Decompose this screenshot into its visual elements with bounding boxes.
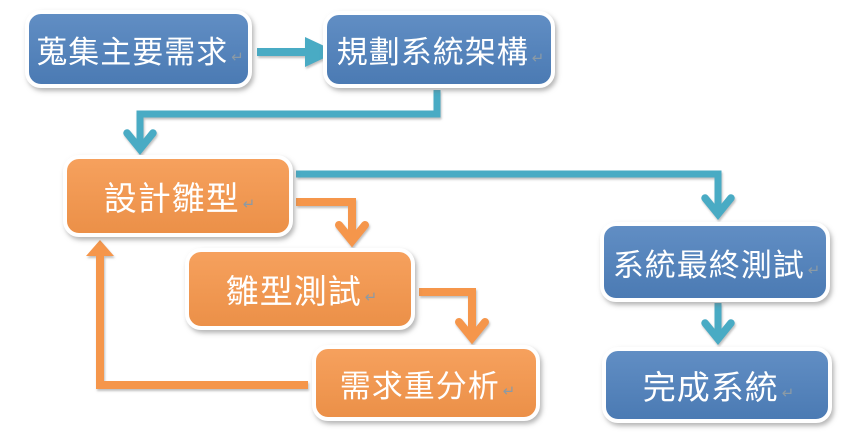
node-label: 系統最終測試 bbox=[612, 247, 805, 283]
node-plan-architecture[interactable]: 規劃系統架構↵ bbox=[323, 11, 555, 88]
edge-prototest-to-reanalyze bbox=[419, 288, 489, 345]
edge-collect-to-plan bbox=[257, 37, 337, 67]
node-design-prototype[interactable]: 設計雛型↵ bbox=[63, 155, 293, 237]
node-requirements-reanalysis[interactable]: 需求重分析↵ bbox=[312, 345, 540, 421]
node-complete-system[interactable]: 完成系統↵ bbox=[602, 347, 832, 423]
line-break-mark: ↵ bbox=[242, 196, 256, 213]
edge-finaltest-to-complete bbox=[701, 303, 735, 345]
edge-design-to-finaltest bbox=[296, 170, 735, 220]
edge-plan-to-design bbox=[123, 90, 441, 155]
line-break-mark: ↵ bbox=[364, 289, 378, 306]
node-system-final-testing[interactable]: 系統最終測試↵ bbox=[600, 222, 830, 302]
node-label: 需求重分析 bbox=[339, 368, 500, 404]
edge-reanalyze-to-design bbox=[86, 240, 308, 389]
node-label: 雛型測試 bbox=[225, 273, 362, 310]
node-prototype-testing[interactable]: 雛型測試↵ bbox=[185, 248, 415, 330]
node-collect-requirements[interactable]: 蒐集主要需求↵ bbox=[25, 10, 252, 88]
line-break-mark: ↵ bbox=[531, 49, 545, 67]
node-label: 設計雛型 bbox=[103, 180, 240, 217]
line-break-mark: ↵ bbox=[781, 385, 795, 402]
line-break-mark: ↵ bbox=[231, 49, 244, 66]
line-break-mark: ↵ bbox=[502, 383, 516, 400]
node-label: 蒐集主要需求 bbox=[36, 34, 229, 70]
line-break-mark: ↵ bbox=[807, 262, 821, 279]
edge-design-to-prototest bbox=[296, 198, 369, 248]
node-label: 完成系統 bbox=[642, 369, 779, 406]
node-label: 規劃系統架構 bbox=[336, 35, 529, 70]
